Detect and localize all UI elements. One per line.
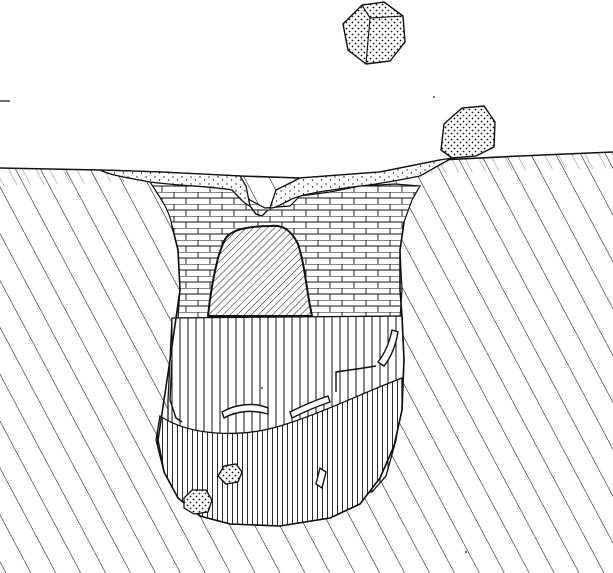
speck xyxy=(433,96,435,98)
cave-clast-lower xyxy=(184,490,212,514)
speck xyxy=(261,387,263,389)
falling-boulder xyxy=(343,2,405,64)
speck xyxy=(465,551,467,553)
surface-boulder xyxy=(441,106,495,158)
